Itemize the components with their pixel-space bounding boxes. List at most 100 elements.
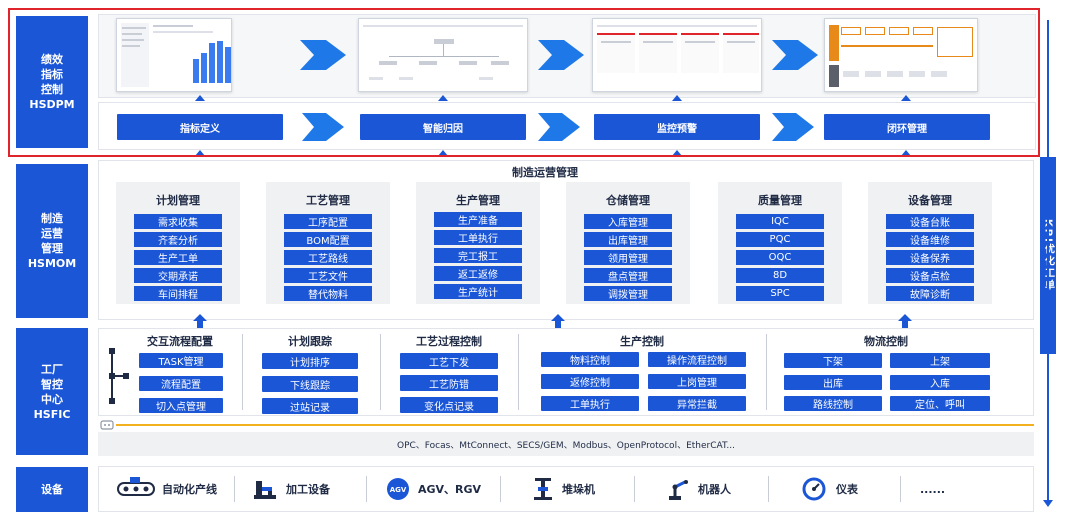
machine-tool-icon xyxy=(254,481,276,499)
mom-item[interactable]: SPC xyxy=(736,286,824,301)
fic-item[interactable]: 工艺下发 xyxy=(400,353,498,369)
mom-card-production: 生产管理 生产准备 工单执行 完工报工 返工返修 生产统计 xyxy=(416,182,540,304)
mom-item[interactable]: 设备保养 xyxy=(886,250,974,265)
device-separator xyxy=(500,476,501,502)
stacker-icon xyxy=(534,478,552,500)
fic-item[interactable]: 流程配置 xyxy=(139,376,223,391)
mom-item[interactable]: 返工返修 xyxy=(434,266,522,281)
mom-item[interactable]: 出库管理 xyxy=(584,232,672,247)
fic-item[interactable]: 出库 xyxy=(784,375,882,390)
thumb-indicator-dashboard xyxy=(116,18,232,92)
mom-item[interactable]: 8D xyxy=(736,268,824,283)
fic-section-title: 工艺过程控制 xyxy=(416,335,482,348)
fic-item[interactable]: 工艺防错 xyxy=(400,375,498,391)
fic-item[interactable]: 过站记录 xyxy=(262,398,358,414)
mom-item[interactable]: 工单执行 xyxy=(434,230,522,245)
device-label: ...... xyxy=(920,482,946,496)
device-label: 机器人 xyxy=(698,483,731,496)
mom-item[interactable]: 生产统计 xyxy=(434,284,522,299)
bus-plug-icon xyxy=(100,420,114,430)
device-label: 自动化产线 xyxy=(162,483,217,496)
mom-card-title: 计划管理 xyxy=(156,194,200,207)
step-closed-loop[interactable]: 闭环管理 xyxy=(824,114,990,140)
layer-label-hsdpm: 绩效 指标 控制 HSDPM xyxy=(16,16,88,148)
agv-icon: AGV xyxy=(387,478,409,500)
layer-label-hsfic: 工厂 智控 中心 HSFIC xyxy=(16,328,88,455)
mom-item[interactable]: 齐套分析 xyxy=(134,232,222,247)
mom-card-plan: 计划管理 需求收集 齐套分析 生产工单 交期承诺 车间排程 xyxy=(116,182,240,304)
kpi-line xyxy=(1047,20,1049,505)
device-label: 堆垛机 xyxy=(562,483,595,496)
fic-item[interactable]: 切入点管理 xyxy=(139,398,223,413)
fic-item[interactable]: 定位、呼叫 xyxy=(890,396,990,411)
fic-item[interactable]: 计划排序 xyxy=(262,353,358,369)
fic-item[interactable]: 下架 xyxy=(784,353,882,368)
fic-item[interactable]: 下线跟踪 xyxy=(262,376,358,392)
mom-item[interactable]: 入库管理 xyxy=(584,214,672,229)
fic-item[interactable]: 上岗管理 xyxy=(648,374,746,389)
mom-item[interactable]: 设备点检 xyxy=(886,268,974,283)
up-arrow-icon xyxy=(195,95,205,101)
up-arrow-icon xyxy=(195,150,205,156)
mom-item[interactable]: 工艺路线 xyxy=(284,250,372,265)
up-arrow-icon xyxy=(672,95,682,101)
kpi-line-arrowhead xyxy=(1043,500,1053,507)
fic-item[interactable]: TASK管理 xyxy=(139,353,223,368)
thumb-monitoring-list xyxy=(592,18,762,92)
fic-section-title: 计划跟踪 xyxy=(288,335,332,348)
device-robot: 机器人 xyxy=(666,476,731,502)
fic-item[interactable]: 上架 xyxy=(890,353,990,368)
device-automation-line: 自动化产线 xyxy=(116,476,217,502)
mom-item[interactable]: 完工报工 xyxy=(434,248,522,263)
thumb-arrow-3 xyxy=(772,40,818,70)
mom-item[interactable]: 生产准备 xyxy=(434,212,522,227)
hsdpm-highlight-frame xyxy=(8,8,1040,157)
mom-item[interactable]: 需求收集 xyxy=(134,214,222,229)
step-indicator-definition[interactable]: 指标定义 xyxy=(117,114,283,140)
mom-item[interactable]: 设备维修 xyxy=(886,232,974,247)
mom-item[interactable]: 故障诊断 xyxy=(886,286,974,301)
mom-card-title: 工艺管理 xyxy=(306,194,350,207)
fic-item[interactable]: 变化点记录 xyxy=(400,397,498,413)
fic-item[interactable]: 入库 xyxy=(890,375,990,390)
device-separator xyxy=(768,476,769,502)
flow-connector-icon xyxy=(109,348,129,404)
fic-item[interactable]: 路线控制 xyxy=(784,396,882,411)
fic-item[interactable]: 异常拦截 xyxy=(648,396,746,411)
device-more: ...... xyxy=(920,476,945,502)
mom-item[interactable]: BOM配置 xyxy=(284,232,372,247)
mom-item[interactable]: OQC xyxy=(736,250,824,265)
mom-item[interactable]: 工艺文件 xyxy=(284,268,372,283)
mom-card-title: 设备管理 xyxy=(908,194,952,207)
fic-item[interactable]: 工单执行 xyxy=(541,396,639,411)
step-monitoring-alert[interactable]: 监控预警 xyxy=(594,114,760,140)
mom-item[interactable]: 工序配置 xyxy=(284,214,372,229)
fic-item[interactable]: 返修控制 xyxy=(541,374,639,389)
up-arrow-icon xyxy=(672,150,682,156)
mom-item[interactable]: 交期承诺 xyxy=(134,268,222,283)
mom-card-quality: 质量管理 IQC PQC OQC 8D SPC xyxy=(718,182,842,304)
mom-item[interactable]: 替代物料 xyxy=(284,286,372,301)
device-label: 加工设备 xyxy=(286,483,330,496)
mom-item[interactable]: 车间排程 xyxy=(134,286,222,301)
device-separator xyxy=(366,476,367,502)
mom-item[interactable]: 设备台账 xyxy=(886,214,974,229)
device-machining: 加工设备 xyxy=(252,476,330,502)
fic-section-title: 交互流程配置 xyxy=(147,335,213,348)
fic-item[interactable]: 操作流程控制 xyxy=(648,352,746,367)
device-separator xyxy=(634,476,635,502)
agv-badge-text: AGV xyxy=(390,486,407,494)
mom-item[interactable]: 生产工单 xyxy=(134,250,222,265)
device-agv: AGV AGV、RGV xyxy=(386,476,481,502)
fic-separator xyxy=(518,334,519,410)
mom-item[interactable]: PQC xyxy=(736,232,824,247)
conveyor-icon xyxy=(117,477,155,496)
up-arrow-icon xyxy=(901,150,911,156)
mom-item[interactable]: 调拨管理 xyxy=(584,286,672,301)
device-label: 仪表 xyxy=(836,483,858,496)
step-intelligent-attribution[interactable]: 智能归因 xyxy=(360,114,526,140)
mom-item[interactable]: 盘点管理 xyxy=(584,268,672,283)
fic-item[interactable]: 物料控制 xyxy=(541,352,639,367)
mom-item[interactable]: IQC xyxy=(736,214,824,229)
mom-item[interactable]: 领用管理 xyxy=(584,250,672,265)
